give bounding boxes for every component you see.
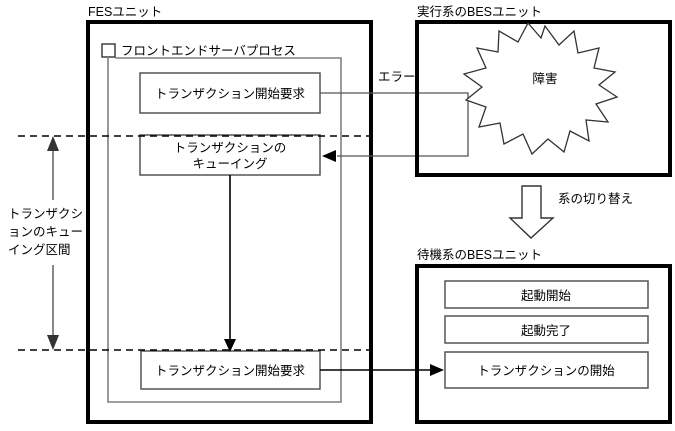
up-arrow-icon-queue-span — [47, 136, 59, 151]
box-transaction-queuing-label-line1: トランザクションの — [174, 141, 287, 155]
box-transaction-start-request-bottom-label: トランザクション開始要求 — [155, 364, 306, 378]
box-transaction-start-request-top — [139, 72, 321, 114]
box-transaction-begin — [444, 351, 649, 389]
active-bes-unit-frame — [415, 20, 672, 177]
box-startup-begin — [444, 280, 649, 309]
down-block-arrow-icon — [508, 185, 555, 239]
right-arrow-icon-standby-flow — [430, 364, 444, 376]
box-transaction-start-request-top-label: トランザクション開始要求 — [155, 87, 306, 101]
box-startup-begin-label: 起動開始 — [521, 289, 572, 303]
active-bes-unit-title: 実行系のBESユニット — [417, 4, 542, 19]
fes-process-title: フロントエンドサーバプロセス — [121, 44, 296, 58]
flow-error-path — [320, 92, 469, 157]
queue-span-label-line3: イング区間 — [8, 243, 71, 257]
box-transaction-queuing — [139, 134, 321, 176]
box-transaction-begin-label: トランザクションの開始 — [477, 364, 615, 378]
queue-span-label-line2: ョンのキュー — [8, 225, 83, 239]
switchover-label: 系の切り替え — [558, 192, 633, 206]
starburst-icon — [462, 21, 619, 156]
box-startup-complete-label: 起動完了 — [521, 323, 571, 338]
small-square-icon — [101, 43, 116, 58]
box-transaction-start-request-bottom — [140, 350, 321, 390]
fes-unit-title: FESユニット — [88, 5, 162, 19]
standby-bes-unit-frame — [415, 264, 672, 424]
error-label: エラー — [378, 70, 416, 84]
left-arrow-icon-error-path — [322, 150, 336, 162]
down-arrow-icon-queue-span — [47, 335, 59, 350]
fes-process-frame — [107, 57, 342, 403]
fes-unit-frame — [86, 20, 373, 424]
standby-bes-unit-title: 待機系のBESユニット — [417, 247, 542, 262]
failure-label: 障害 — [532, 71, 557, 86]
queue-span-label-line1: トランザクシ — [8, 207, 83, 221]
down-arrow-icon-queuing-flow — [224, 339, 236, 352]
box-startup-complete — [444, 315, 649, 344]
box-transaction-queuing-label-line2: キューイング — [192, 157, 267, 171]
